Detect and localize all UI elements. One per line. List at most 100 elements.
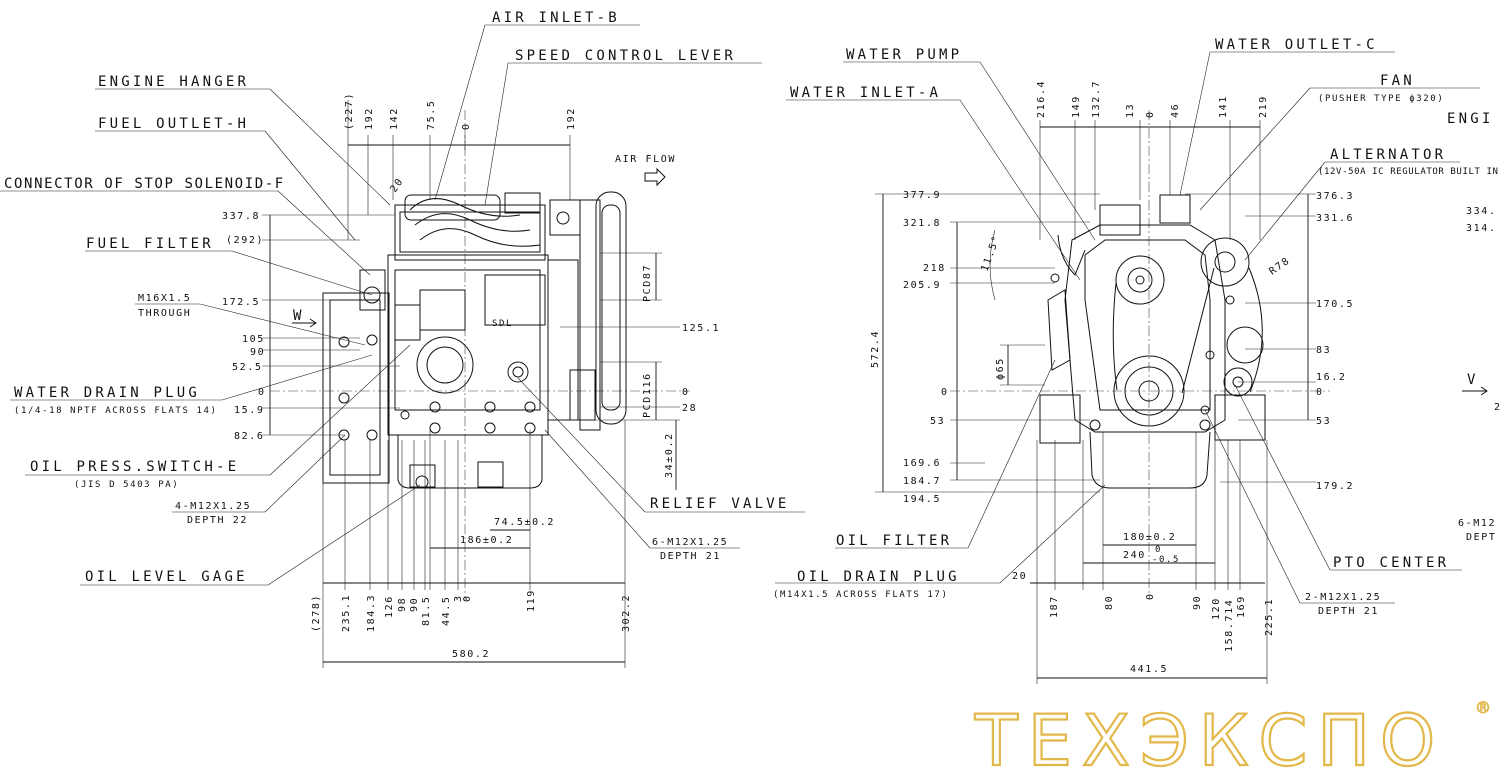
dim-bottom: 0	[1145, 592, 1156, 600]
dim-bottom: 98	[397, 597, 408, 612]
label-alternator: ALTERNATOR	[1330, 147, 1446, 163]
dim-left: 53	[930, 416, 945, 427]
label-oil-drain-sub: (M14X1.5 ACROSS FLATS 17)	[773, 590, 948, 600]
dim-left: 218	[923, 263, 946, 274]
label-pto-center: PTO CENTER	[1333, 555, 1449, 571]
label-water-drain-sub: (1/4-18 NPTF ACROSS FLATS 14)	[14, 406, 218, 416]
label-cut-depth: DEPT	[1466, 532, 1496, 543]
dim-right: 331.6	[1316, 213, 1354, 224]
dim-top: 0	[1145, 110, 1156, 118]
dim-mid: 240	[1123, 550, 1146, 561]
dim-left: 205.9	[903, 280, 941, 291]
dim-overall-width: 580.2	[452, 649, 490, 660]
dim-left: 169.6	[903, 458, 941, 469]
dim-cut-334: 334.	[1466, 206, 1496, 217]
dim-height-572: 572.4	[870, 330, 881, 368]
dim-bottom: 3	[453, 594, 464, 602]
dim-left: 377.9	[903, 190, 941, 201]
dim-right: 170.5	[1316, 299, 1354, 310]
label-cut-6-m12: 6-M12	[1458, 518, 1496, 529]
dim-cut-2: 2	[1494, 402, 1500, 413]
dim-bottom: (278)	[311, 594, 322, 632]
dim-top: (227)	[344, 92, 355, 130]
dim-bottom: 44.5	[441, 596, 452, 626]
right-engine-view: WATER PUMP WATER INLET-A WATER OUTLET-C …	[773, 37, 1500, 684]
label-water-drain-plug: WATER DRAIN PLUG	[14, 385, 200, 401]
dim-right: 125.1	[682, 323, 720, 334]
dim-bottom: 90	[1192, 595, 1203, 610]
dim-bottom: 225.1	[1264, 598, 1275, 636]
label-4-m12-depth: DEPTH 22	[187, 515, 248, 526]
label-pcd87: PCD87	[642, 264, 653, 302]
label-2-m12: 2-M12X1.25	[1305, 592, 1381, 603]
dim-right: 53	[1316, 416, 1331, 427]
label-angle: 11.5°	[979, 233, 1002, 273]
label-4-m12: 4-M12X1.25	[175, 501, 251, 512]
dim-top: 0	[461, 122, 472, 130]
dim-left: 52.5	[232, 362, 262, 373]
label-engine-cut: ENGI	[1447, 111, 1494, 127]
dim-top: 149	[1071, 95, 1082, 118]
label-sdl: SDL	[492, 319, 513, 329]
label-pcd116: PCD116	[642, 372, 653, 418]
dim-right: 34±0.2	[664, 432, 675, 478]
label-fan-sub: (PUSHER TYPE ϕ320)	[1318, 94, 1444, 104]
left-engine-view: AIR INLET-B SPEED CONTROL LEVER ENGINE H…	[0, 10, 805, 668]
dim-right: 83	[1316, 345, 1331, 356]
label-m16: M16X1.5	[138, 293, 191, 304]
label-m16-through: THROUGH	[138, 308, 191, 319]
dim-left: 194.5	[903, 494, 941, 505]
label-6-m12-depth: DEPTH 21	[660, 551, 721, 562]
dim-left: 105	[242, 334, 265, 345]
dim-left: 82.6	[234, 431, 264, 442]
dim-overall-width: 441.5	[1130, 664, 1168, 675]
dim-fuel-filter: (292)	[226, 235, 264, 246]
label-2-m12-depth: DEPTH 21	[1318, 606, 1379, 617]
label-angle-20: 20	[388, 176, 406, 195]
dim-right: 0	[682, 387, 690, 398]
dim-left: 15.9	[234, 405, 264, 416]
dim-bottom: 187	[1049, 595, 1060, 618]
label-oil-filter: OIL FILTER	[836, 533, 952, 549]
label-water-pump: WATER PUMP	[846, 47, 962, 63]
dim-top: 13	[1125, 103, 1136, 118]
dim-cut-314: 314.	[1466, 223, 1496, 234]
dim-bottom: 158.714	[1224, 599, 1235, 652]
dim-bottom: 302.2	[621, 594, 632, 632]
dim-left: 321.8	[903, 218, 941, 229]
label-oil-drain-plug: OIL DRAIN PLUG	[797, 569, 960, 585]
dim-bottom: 80	[1104, 595, 1115, 610]
dim-left: 0	[941, 387, 949, 398]
dim-top: 75.5	[426, 100, 437, 130]
label-water-inlet: WATER INLET-A	[790, 85, 941, 101]
dim-mid: 186±0.2	[460, 535, 513, 546]
label-6-m12: 6-M12X1.25	[652, 537, 728, 548]
label-stop-solenoid-connector: CONNECTOR OF STOP SOLENOID-F	[4, 176, 285, 192]
label-air-inlet: AIR INLET-B	[492, 10, 620, 26]
dim-bottom: 81.5	[421, 596, 432, 626]
dim-top: 132.7	[1091, 80, 1102, 118]
dim-top: 141	[1218, 95, 1229, 118]
dim-bottom: 169	[1236, 595, 1247, 618]
dim-bottom: 90	[409, 597, 420, 612]
dim-top: 219	[1258, 95, 1269, 118]
label-oil-press-switch: OIL PRESS.SWITCH-E	[30, 459, 239, 475]
dim-bottom: 120	[1211, 597, 1222, 620]
dim-left: 90	[250, 347, 265, 358]
dim-mid-tol-lower: -0.5	[1152, 555, 1180, 565]
dim-left: 172.5	[222, 297, 260, 308]
label-oil-level-gage: OIL LEVEL GAGE	[85, 569, 248, 585]
dim-right: 0	[1316, 387, 1324, 398]
dim-top: 216.4	[1036, 80, 1047, 118]
dim-mid: 180±0.2	[1123, 532, 1176, 543]
watermark-registered-mark: ®	[1475, 698, 1491, 717]
label-phi65: ϕ65	[995, 357, 1006, 380]
dim-bottom: 184.3	[366, 594, 377, 632]
label-engine-hanger: ENGINE HANGER	[98, 74, 249, 90]
dim-left: 337.8	[222, 211, 260, 222]
texexpo-watermark: ТЕХЭКСПО ®	[973, 698, 1492, 772]
label-r78: R78	[1267, 255, 1292, 277]
label-w-marker: W	[293, 308, 305, 324]
label-fuel-outlet: FUEL OUTLET-H	[98, 116, 249, 132]
